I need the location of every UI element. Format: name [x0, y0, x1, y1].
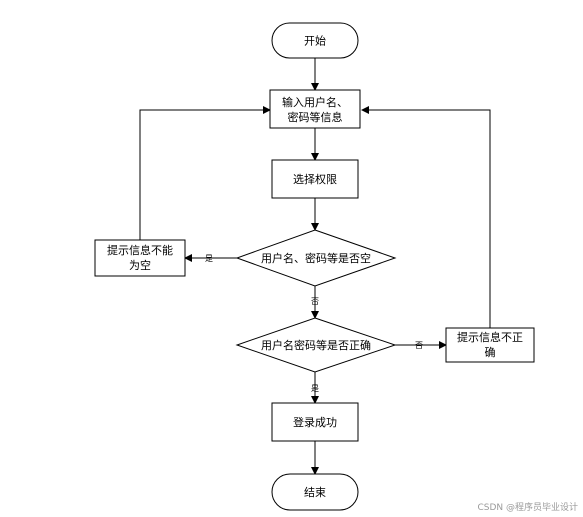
wrong-message-box: 提示信息不正 确 — [445, 327, 535, 363]
check-empty-decision: 用户名、密码等是否空 — [235, 229, 397, 287]
start-label: 开始 — [304, 34, 326, 48]
input-label-line-1: 输入用户名、 — [282, 95, 348, 109]
connectors — [139, 58, 491, 475]
edge-label-yes: 是 — [205, 254, 213, 263]
edge-wrong-msg-back-to-input — [361, 106, 491, 328]
edge-empty-msg-back-to-input — [139, 106, 271, 240]
success-label: 登录成功 — [293, 415, 337, 429]
select-label: 选择权限 — [293, 172, 337, 186]
edge-label-no: 否 — [311, 297, 319, 306]
input-process-box: 输入用户名、 密码等信息 — [269, 89, 361, 129]
empty-message-box: 提示信息不能 为空 — [94, 239, 186, 277]
end-label: 结束 — [304, 486, 326, 499]
watermark: CSDN @程序员毕业设计 — [477, 501, 578, 513]
start-terminator: 开始 — [271, 22, 359, 59]
wrong-message-line-2: 确 — [485, 346, 496, 359]
empty-message-line-1: 提示信息不能 — [107, 243, 173, 257]
wrong-message-line-1: 提示信息不正 — [457, 330, 523, 344]
check-correct-label: 用户名密码等是否正确 — [261, 338, 371, 352]
edge-label-yes: 是 — [311, 384, 319, 393]
select-permission-box: 选择权限 — [271, 159, 359, 199]
check-empty-label: 用户名、密码等是否空 — [261, 251, 371, 265]
empty-message-line-2: 为空 — [129, 258, 151, 272]
end-terminator: 结束 — [271, 473, 359, 511]
input-label-line-2: 密码等信息 — [288, 110, 343, 124]
edge-label-no: 否 — [415, 341, 423, 350]
check-correct-decision: 用户名密码等是否正确 — [235, 317, 397, 373]
login-success-box: 登录成功 — [271, 402, 359, 442]
